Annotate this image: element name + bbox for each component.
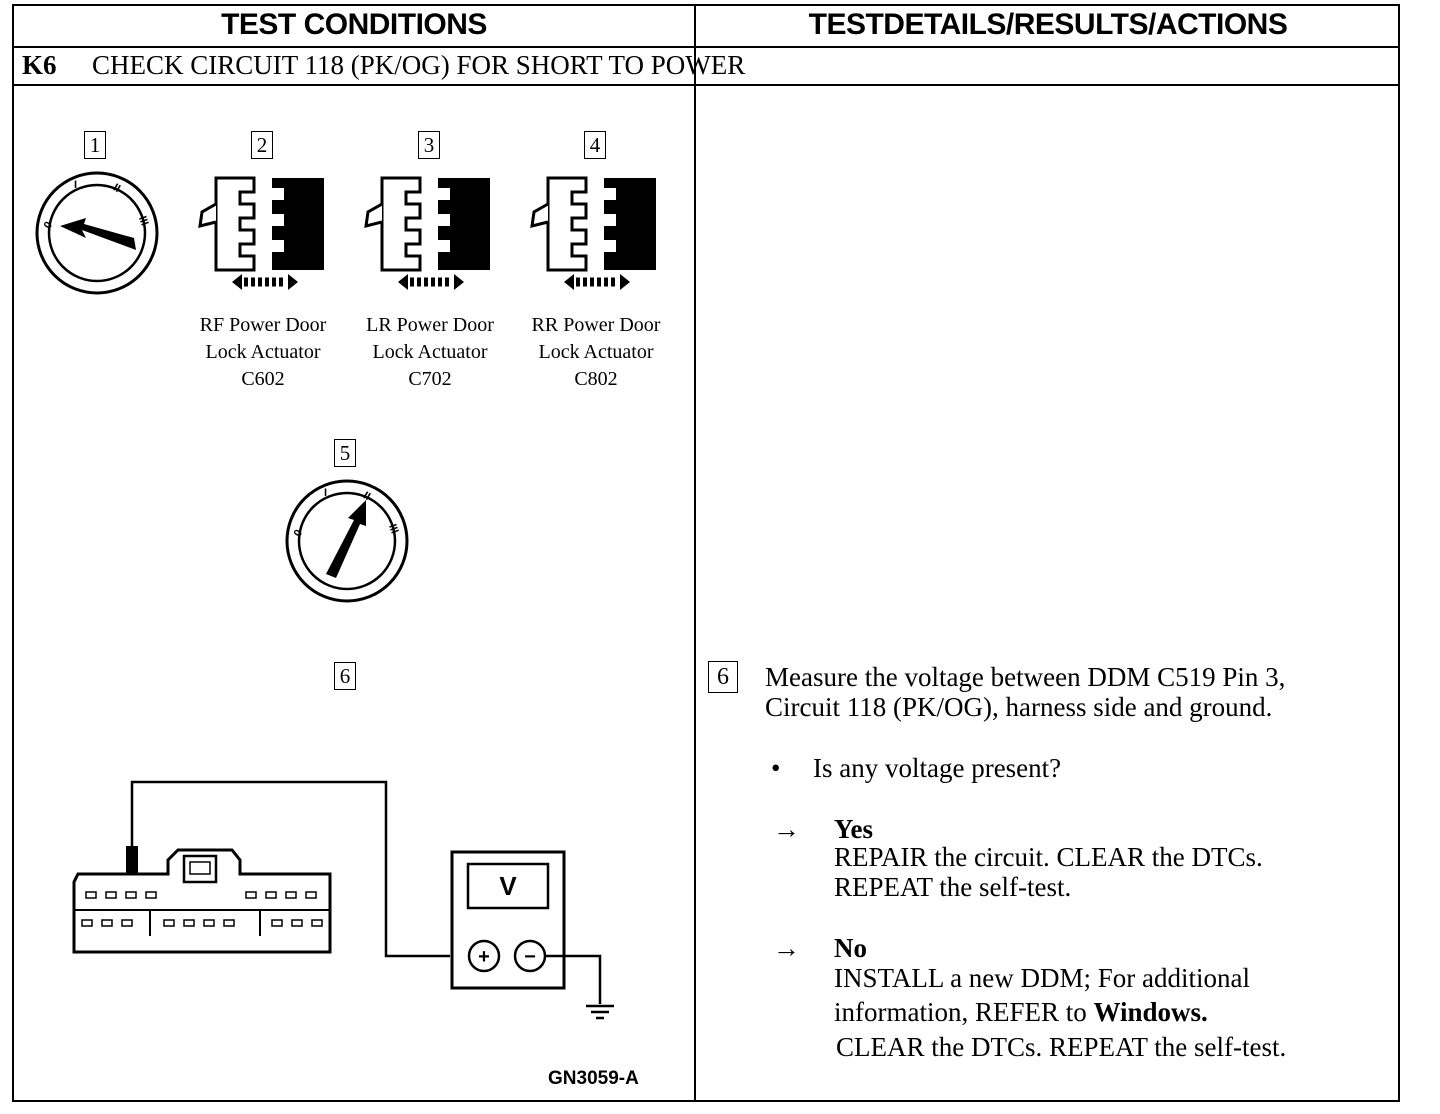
ignition5-mark-2: II [361,490,372,503]
column-divider [694,4,696,1102]
ignition5-mark-1: I [324,487,327,499]
no-action-line2-text: information, REFER to [834,997,1094,1027]
figure-id: GN3059-A [548,1068,639,1089]
voltmeter-plus-terminal: + [478,946,490,968]
no-label: No [834,933,867,963]
voltmeter-minus-terminal: − [524,946,536,968]
actuator-lr-connector: C702 [408,368,452,390]
voltage-measurement-diagram: V + − [72,780,614,1020]
actuator-rr-connector: C802 [574,368,618,390]
actuator-lr-line1: LR Power Door [366,314,494,336]
actuator-connector-rf-icon [198,176,324,290]
no-arrow-icon: → [773,933,800,963]
actuator-caption-rf: RF Power Door Lock Actuator C602 [178,312,348,393]
actuator-rr-line2: Lock Actuator [538,341,654,363]
actuator-rr-line1: RR Power Door [531,314,661,336]
yes-action-line1: REPAIR the circuit. CLEAR the DTCs. [834,842,1263,872]
step-title-row: K6 CHECK CIRCUIT 118 (PK/OG) FOR SHORT T… [12,46,1400,86]
header-test-details: TESTDETAILS/RESULTS/ACTIONS [696,4,1400,48]
bullet-icon: • [771,753,781,783]
ground-symbol-icon [586,1004,614,1020]
detail-question: Is any voltage present? [813,753,1062,783]
actuator-rf-connector: C602 [241,368,285,390]
detail-instruction-line2: Circuit 118 (PK/OG), harness side and gr… [765,692,1273,722]
actuator-connector-rr-icon [530,176,656,290]
actuator-caption-lr: LR Power Door Lock Actuator C702 [345,312,515,393]
header-test-conditions: TEST CONDITIONS [12,4,696,48]
actuator-lr-line2: Lock Actuator [372,341,488,363]
ignition5-mark-3: III [386,523,400,536]
detail-instruction-line1: Measure the voltage between DDM C519 Pin… [765,662,1286,692]
yes-arrow-icon: → [773,814,800,844]
condition-number-6: 6 [334,662,356,690]
windows-reference: Windows. [1093,997,1208,1027]
actuator-caption-rr: RR Power Door Lock Actuator C802 [511,312,681,393]
ignition-mark-1: I [74,179,77,191]
no-action-line1: INSTALL a new DDM; For additional [834,963,1251,993]
no-action-line3: CLEAR the DTCs. REPEAT the self-test. [836,1032,1287,1062]
probe-tip-icon [126,846,138,876]
ignition-switch-run-icon: 0 I II III [285,479,409,603]
detail-step-number: 6 [708,661,738,693]
ignition-switch-off-icon: 0 I II III [35,171,159,295]
procedure-table [12,4,1400,1102]
ignition-mark-0: 0 [42,220,55,231]
yes-label: Yes [834,814,873,844]
condition-number-3: 3 [418,131,440,159]
ignition5-mark-0: 0 [292,528,305,539]
voltmeter-display: V [499,871,517,901]
yes-action-line2: REPEAT the self-test. [834,872,1072,902]
condition-number-1: 1 [84,131,106,159]
step-id: K6 [22,49,57,80]
ignition-mark-3: III [136,215,150,228]
ddm-connector-c519-icon [72,848,332,954]
actuator-connector-lr-icon [364,176,490,290]
actuator-rf-line1: RF Power Door [199,314,327,336]
step-title: CHECK CIRCUIT 118 (PK/OG) FOR SHORT TO P… [92,49,746,80]
condition-number-5: 5 [334,439,356,467]
actuator-rf-line2: Lock Actuator [205,341,321,363]
condition-number-2: 2 [251,131,273,159]
ignition-mark-2: II [111,182,122,195]
condition-number-4: 4 [584,131,606,159]
no-action-line2: information, REFER to Windows. [834,997,1208,1027]
